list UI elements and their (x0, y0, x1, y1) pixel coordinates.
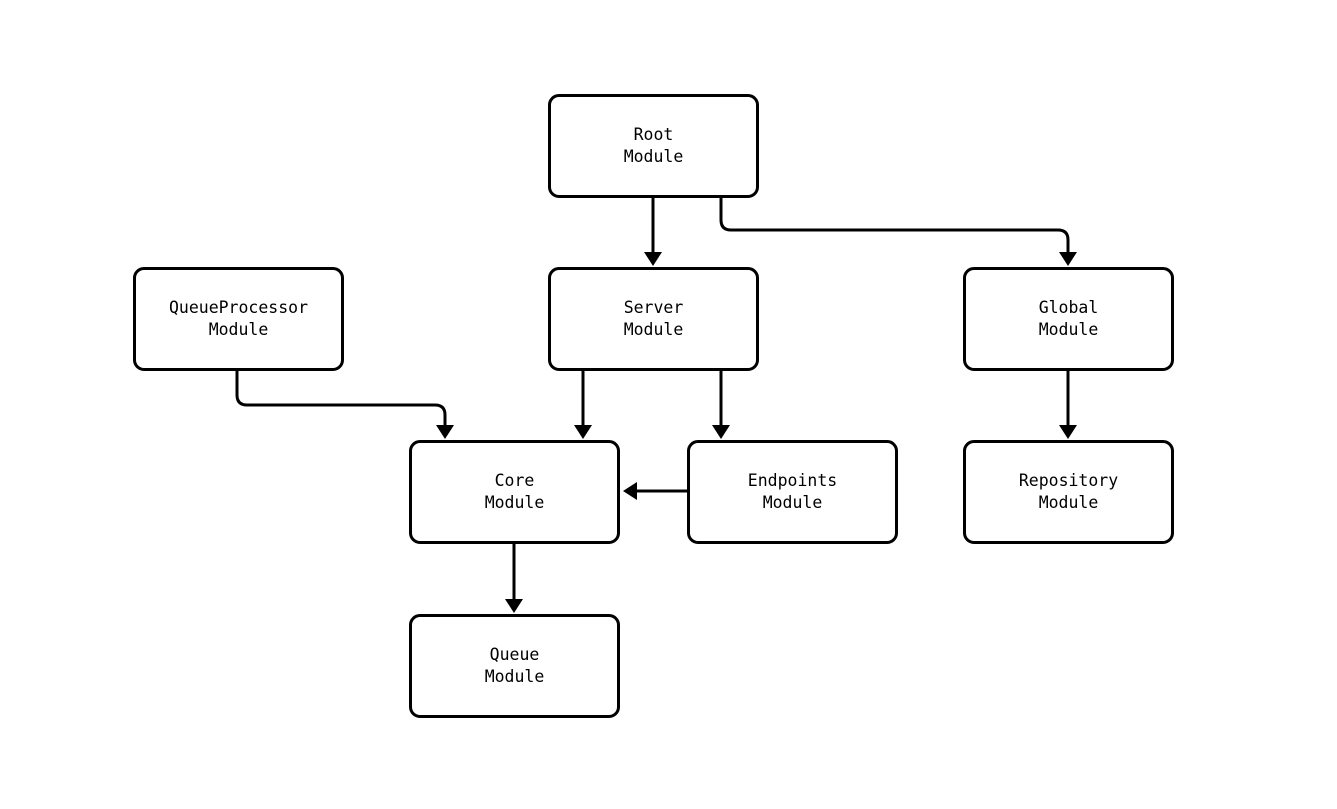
edge-root-global (719, 198, 1077, 266)
edge-queueprocessor-core (235, 371, 454, 439)
node-endpoints-module-label: Endpoints Module (747, 471, 838, 512)
edge-root-server (644, 198, 662, 266)
node-endpoints-module[interactable]: Endpoints Module (687, 440, 898, 544)
node-queue-module-label: Queue Module (484, 645, 545, 686)
node-server-module-label: Server Module (623, 298, 684, 339)
edge-server-core (574, 371, 592, 439)
node-queueprocessor-module-label: QueueProcessor Module (168, 298, 309, 339)
edge-core-queue (505, 544, 523, 613)
node-global-module[interactable]: Global Module (963, 267, 1174, 371)
node-core-module[interactable]: Core Module (409, 440, 620, 544)
node-root-module[interactable]: Root Module (548, 94, 759, 198)
node-queue-module[interactable]: Queue Module (409, 614, 620, 718)
edge-global-repository (1059, 371, 1077, 439)
edge-server-endpoints (712, 371, 730, 439)
node-repository-module-label: Repository Module (1018, 471, 1119, 512)
node-core-module-label: Core Module (484, 471, 545, 512)
node-global-module-label: Global Module (1038, 298, 1099, 339)
node-queueprocessor-module[interactable]: QueueProcessor Module (133, 267, 344, 371)
node-server-module[interactable]: Server Module (548, 267, 759, 371)
node-repository-module[interactable]: Repository Module (963, 440, 1174, 544)
node-root-module-label: Root Module (623, 125, 684, 166)
edge-endpoints-core (623, 482, 687, 500)
